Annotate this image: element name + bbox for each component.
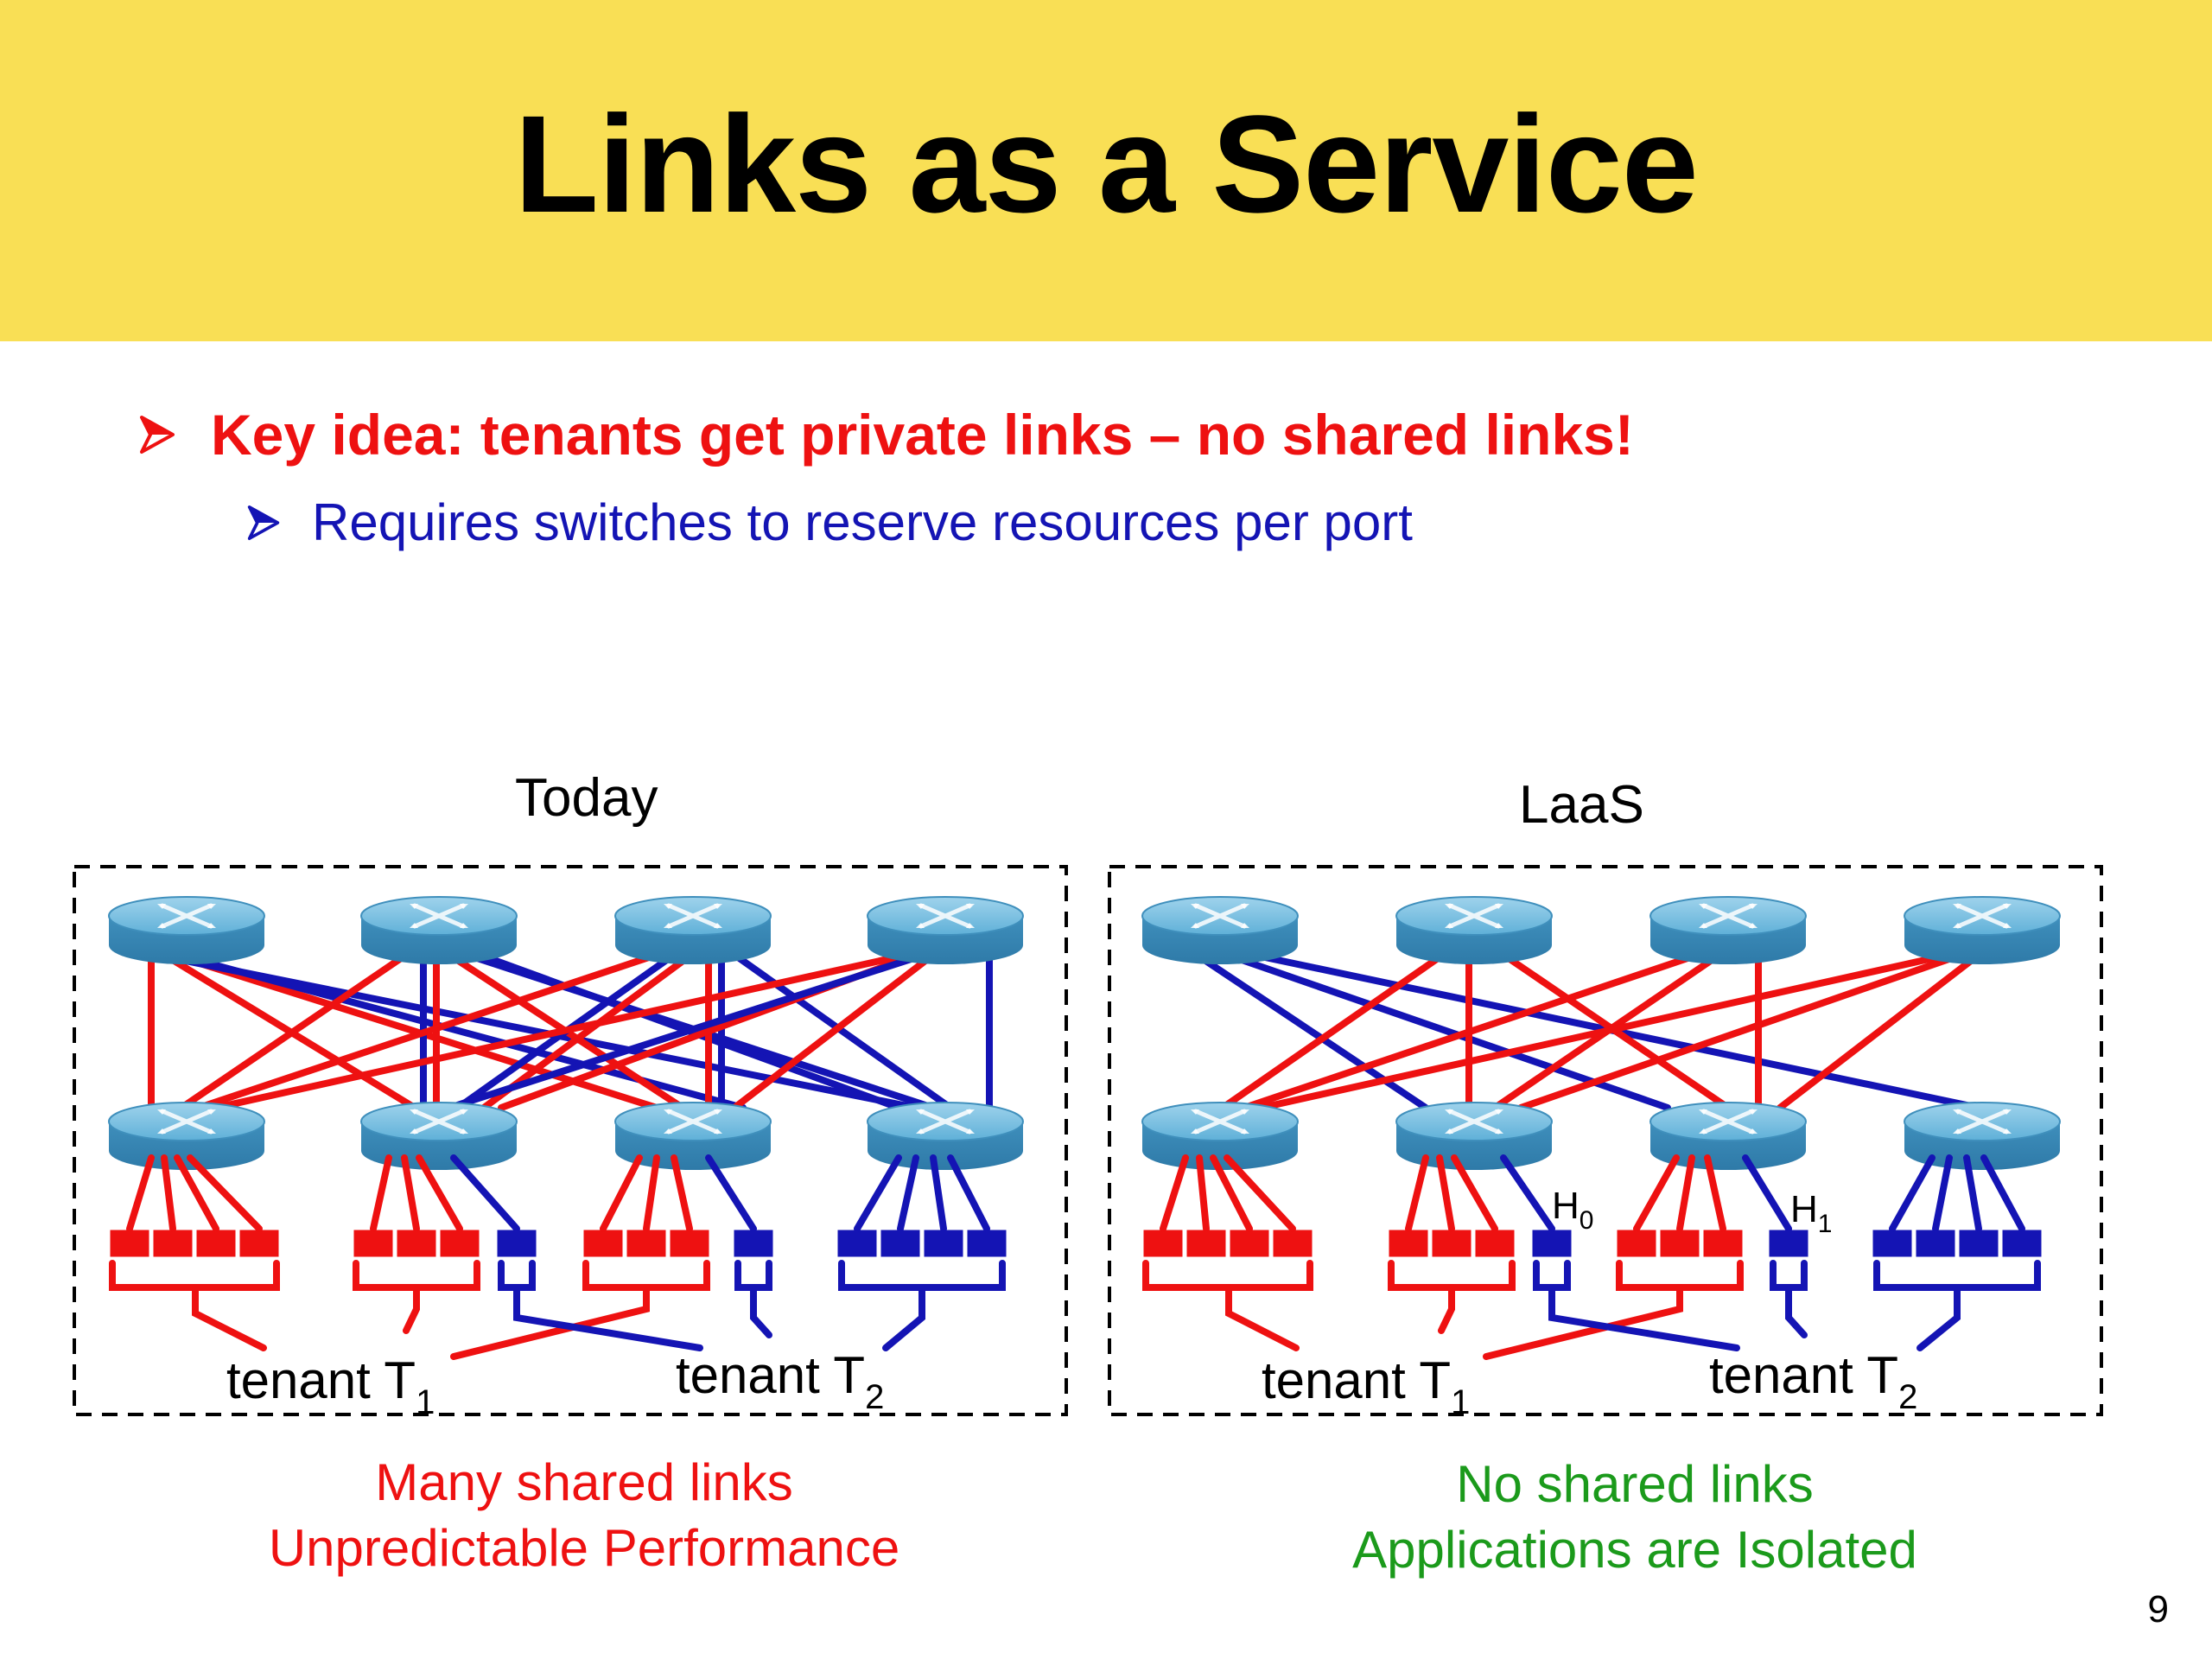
caption-laas: No shared links Applications are Isolate… [1246,1452,2024,1583]
bullet-sub: Requires switches to reserve resources p… [246,493,1413,552]
tenant-t2-label-laas: tenant T2 [1709,1346,1917,1416]
bullet-sub-text: Requires switches to reserve resources p… [312,493,1413,551]
switch-icon [108,1102,265,1170]
caption-laas-line1: No shared links [1456,1455,1814,1513]
slide-title: Links as a Service [514,86,1699,241]
tenant-t1-label-today: tenant T1 [226,1351,435,1421]
switches [108,896,2061,1170]
panel-title-today: Today [515,768,658,828]
panel-frame-today [73,865,1068,1416]
switch-icon [1649,896,1807,964]
switch-icon [614,896,772,964]
tenant-t1-label-laas: tenant T1 [1262,1351,1470,1421]
switch-icon [360,896,518,964]
switch-icon [1141,1102,1299,1170]
tenant-labels: tenant T1 tenant T2 tenant T1 tenant T2 … [226,1185,1917,1421]
caption-today-line2: Unpredictable Performance [268,1519,900,1577]
switch-icon [1395,1102,1553,1170]
switch-icon [1141,896,1299,964]
switch-icon [360,1102,518,1170]
arrow-bullet-icon [140,416,175,454]
bullet-main: Key idea: tenants get private links – no… [138,402,1634,467]
links-laas [1193,951,1982,1111]
switch-icon [1904,896,2061,964]
title-banner [0,0,2212,341]
caption-laas-line2: Applications are Isolated [1352,1521,1917,1579]
ports-today [107,1154,1009,1360]
host-h0-label: H0 [1552,1185,1593,1235]
caption-today: Many shared links Unpredictable Performa… [195,1450,973,1581]
tenant-t2-label-today: tenant T2 [676,1346,884,1416]
switch-icon [1395,896,1553,964]
switch-icon [108,896,265,964]
bullet-main-text: Key idea: tenants get private links – no… [211,403,1634,467]
caption-today-line1: Many shared links [375,1453,793,1511]
page-number: 9 [2147,1588,2169,1630]
switch-icon [867,1102,1024,1170]
links-today [148,951,993,1111]
switch-icon [1904,1102,2061,1170]
arrow-bullet-icon [247,505,280,540]
ports-laas [1141,1154,2044,1360]
panel-title-laas: LaaS [1519,775,1644,835]
panel-frame-laas [1108,865,2103,1416]
switch-icon [867,896,1024,964]
host-h1-label: H1 [1790,1188,1832,1238]
